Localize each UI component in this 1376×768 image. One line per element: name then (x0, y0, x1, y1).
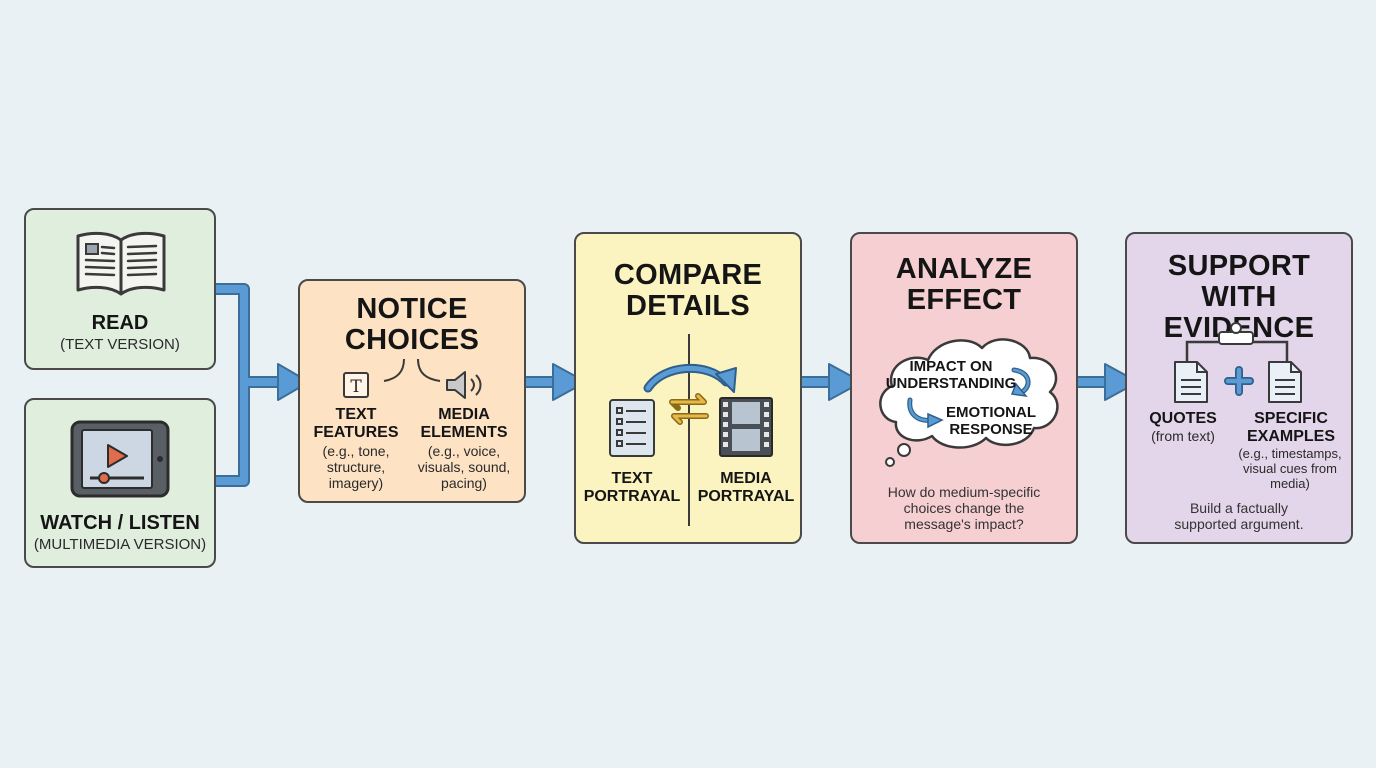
open-book-icon (76, 231, 166, 296)
arrow-compare-to-analyze (802, 363, 863, 401)
read-box: READ (TEXT VERSION) (24, 208, 216, 370)
watch-listen-box: WATCH / LISTEN (MULTIMEDIA VERSION) (24, 398, 216, 568)
analyze-question: How do medium-specific choices change th… (887, 484, 1041, 532)
clip-connector (1174, 322, 1302, 403)
media-elements-detail: (e.g., voice, visuals, sound, pacing) (417, 443, 511, 491)
quote-document-icon (1174, 361, 1208, 403)
video-tablet-icon (70, 420, 170, 498)
example-document-icon (1268, 361, 1302, 403)
text-t-icon: T (343, 372, 369, 398)
notice-choices-box: NOTICE CHOICES T TEXT FEATURES (e.g., to… (298, 279, 526, 503)
arrow-notice-to-compare (526, 363, 587, 401)
quotes-label: QUOTES (1149, 410, 1217, 427)
media-portrayal-label: MEDIA PORTRAYAL (697, 470, 795, 505)
text-features-label: TEXT FEATURES (313, 406, 399, 441)
svg-text:T: T (350, 377, 362, 397)
text-document-icon (609, 399, 655, 457)
examples-detail: (e.g., timestamps, visual cues from medi… (1238, 446, 1342, 491)
text-portrayal-label: TEXT PORTRAYAL (583, 470, 681, 505)
read-title: READ (91, 312, 149, 334)
emotional-label: EMOTIONAL RESPONSE (946, 404, 1036, 438)
swap-arrows-icon (669, 393, 709, 425)
compare-details-heading: COMPARE DETAILS (613, 259, 763, 322)
compare-details-box: COMPARE DETAILS (574, 232, 802, 544)
support-evidence-heading: SUPPORT WITH EVIDENCE (1164, 250, 1314, 344)
support-note: Build a factually supported argument. (1174, 500, 1304, 532)
watch-listen-subtitle: (MULTIMEDIA VERSION) (33, 536, 207, 553)
read-subtitle: (TEXT VERSION) (60, 336, 180, 353)
speaker-icon (446, 371, 482, 399)
support-evidence-box: SUPPORT WITH EVIDENCE QUOTES (from text)… (1125, 232, 1353, 544)
analyze-effect-box: ANALYZE EFFECT IMPACT ON UNDERSTANDING E… (850, 232, 1078, 544)
media-elements-label: MEDIA ELEMENTS (420, 406, 508, 441)
branch-lines (383, 358, 441, 382)
thought-cloud-icon (879, 338, 1059, 467)
watch-listen-title: WATCH / LISTEN (40, 512, 200, 534)
quotes-detail: (from text) (1151, 428, 1215, 444)
film-strip-icon (719, 397, 773, 457)
plus-icon (1224, 366, 1254, 396)
text-features-detail: (e.g., tone, structure, imagery) (322, 443, 390, 491)
impact-label: IMPACT ON UNDERSTANDING (885, 358, 1017, 392)
arrow-analyze-to-support (1077, 363, 1139, 401)
notice-choices-heading: NOTICE CHOICES (344, 293, 480, 356)
analyze-effect-heading: ANALYZE EFFECT (895, 253, 1033, 316)
compare-graphics (609, 334, 773, 526)
examples-label: SPECIFIC EXAMPLES (1246, 410, 1335, 445)
